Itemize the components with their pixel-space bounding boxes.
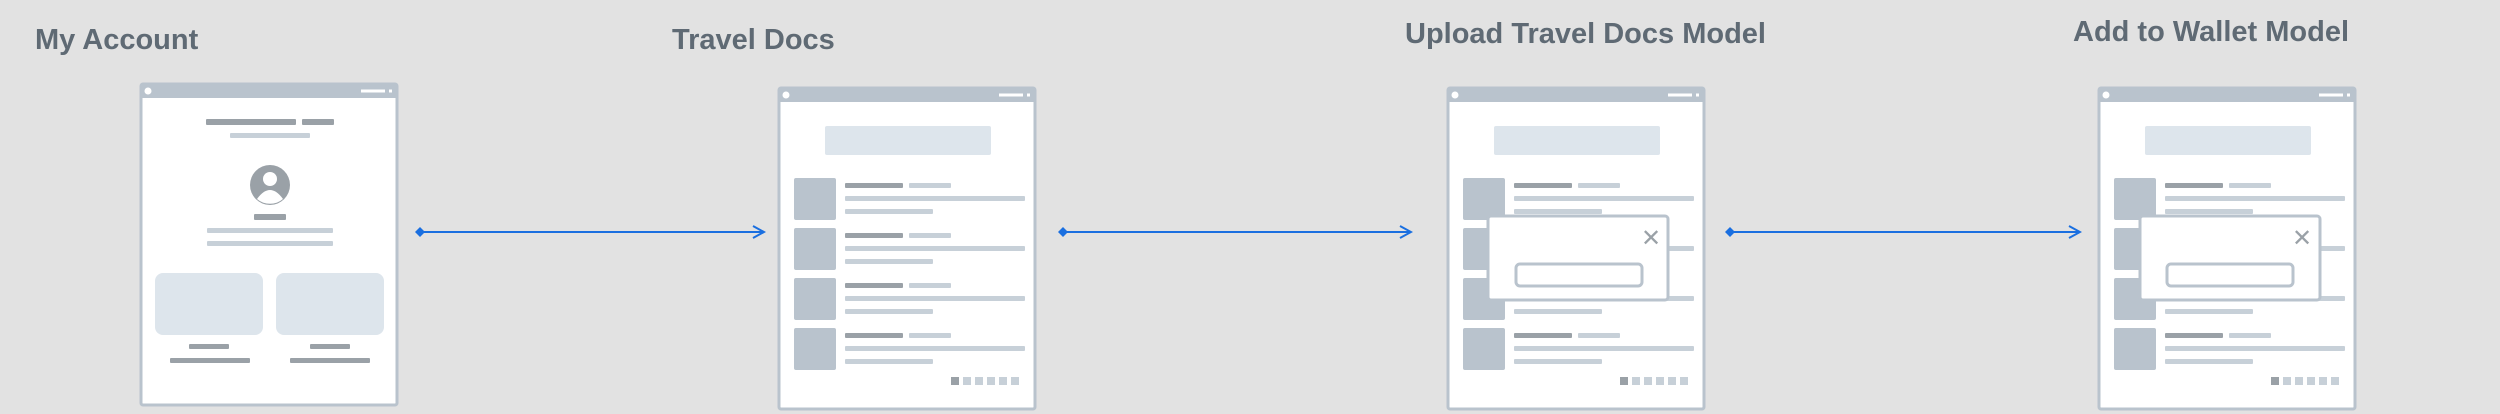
pagination: [2271, 377, 2339, 385]
connector-upload-model-to-wallet-model: [1725, 227, 2080, 237]
wireframe-add-to-wallet-model: ✕: [2097, 86, 2357, 411]
close-icon: ✕: [2292, 224, 2312, 252]
pagination: [1620, 377, 1688, 385]
wireframe-my-account: [139, 82, 399, 407]
screen-title-travel-docs: Travel Docs: [672, 24, 835, 56]
close-icon: ✕: [1641, 224, 1661, 252]
pagination: [951, 377, 1019, 385]
add-to-wallet-modal: ✕: [2138, 214, 2322, 302]
wireframe-travel-docs: [777, 86, 1037, 411]
screen-title-upload-travel-docs-model: Upload Travel Docs Model: [1405, 18, 1766, 50]
connector-my-account-to-travel-docs: [415, 227, 764, 237]
upload-modal: ✕: [1486, 214, 1670, 302]
wireframe-upload-travel-docs-model: ✕: [1446, 86, 1706, 411]
upload-input-field: [1514, 262, 1644, 288]
screen-title-my-account: My Account: [35, 24, 199, 56]
wallet-input-field: [2165, 262, 2295, 288]
connector-travel-docs-to-upload-model: [1058, 227, 1411, 237]
avatar-icon: [250, 165, 290, 205]
screen-title-add-to-wallet-model: Add to Wallet Model: [2073, 16, 2350, 48]
